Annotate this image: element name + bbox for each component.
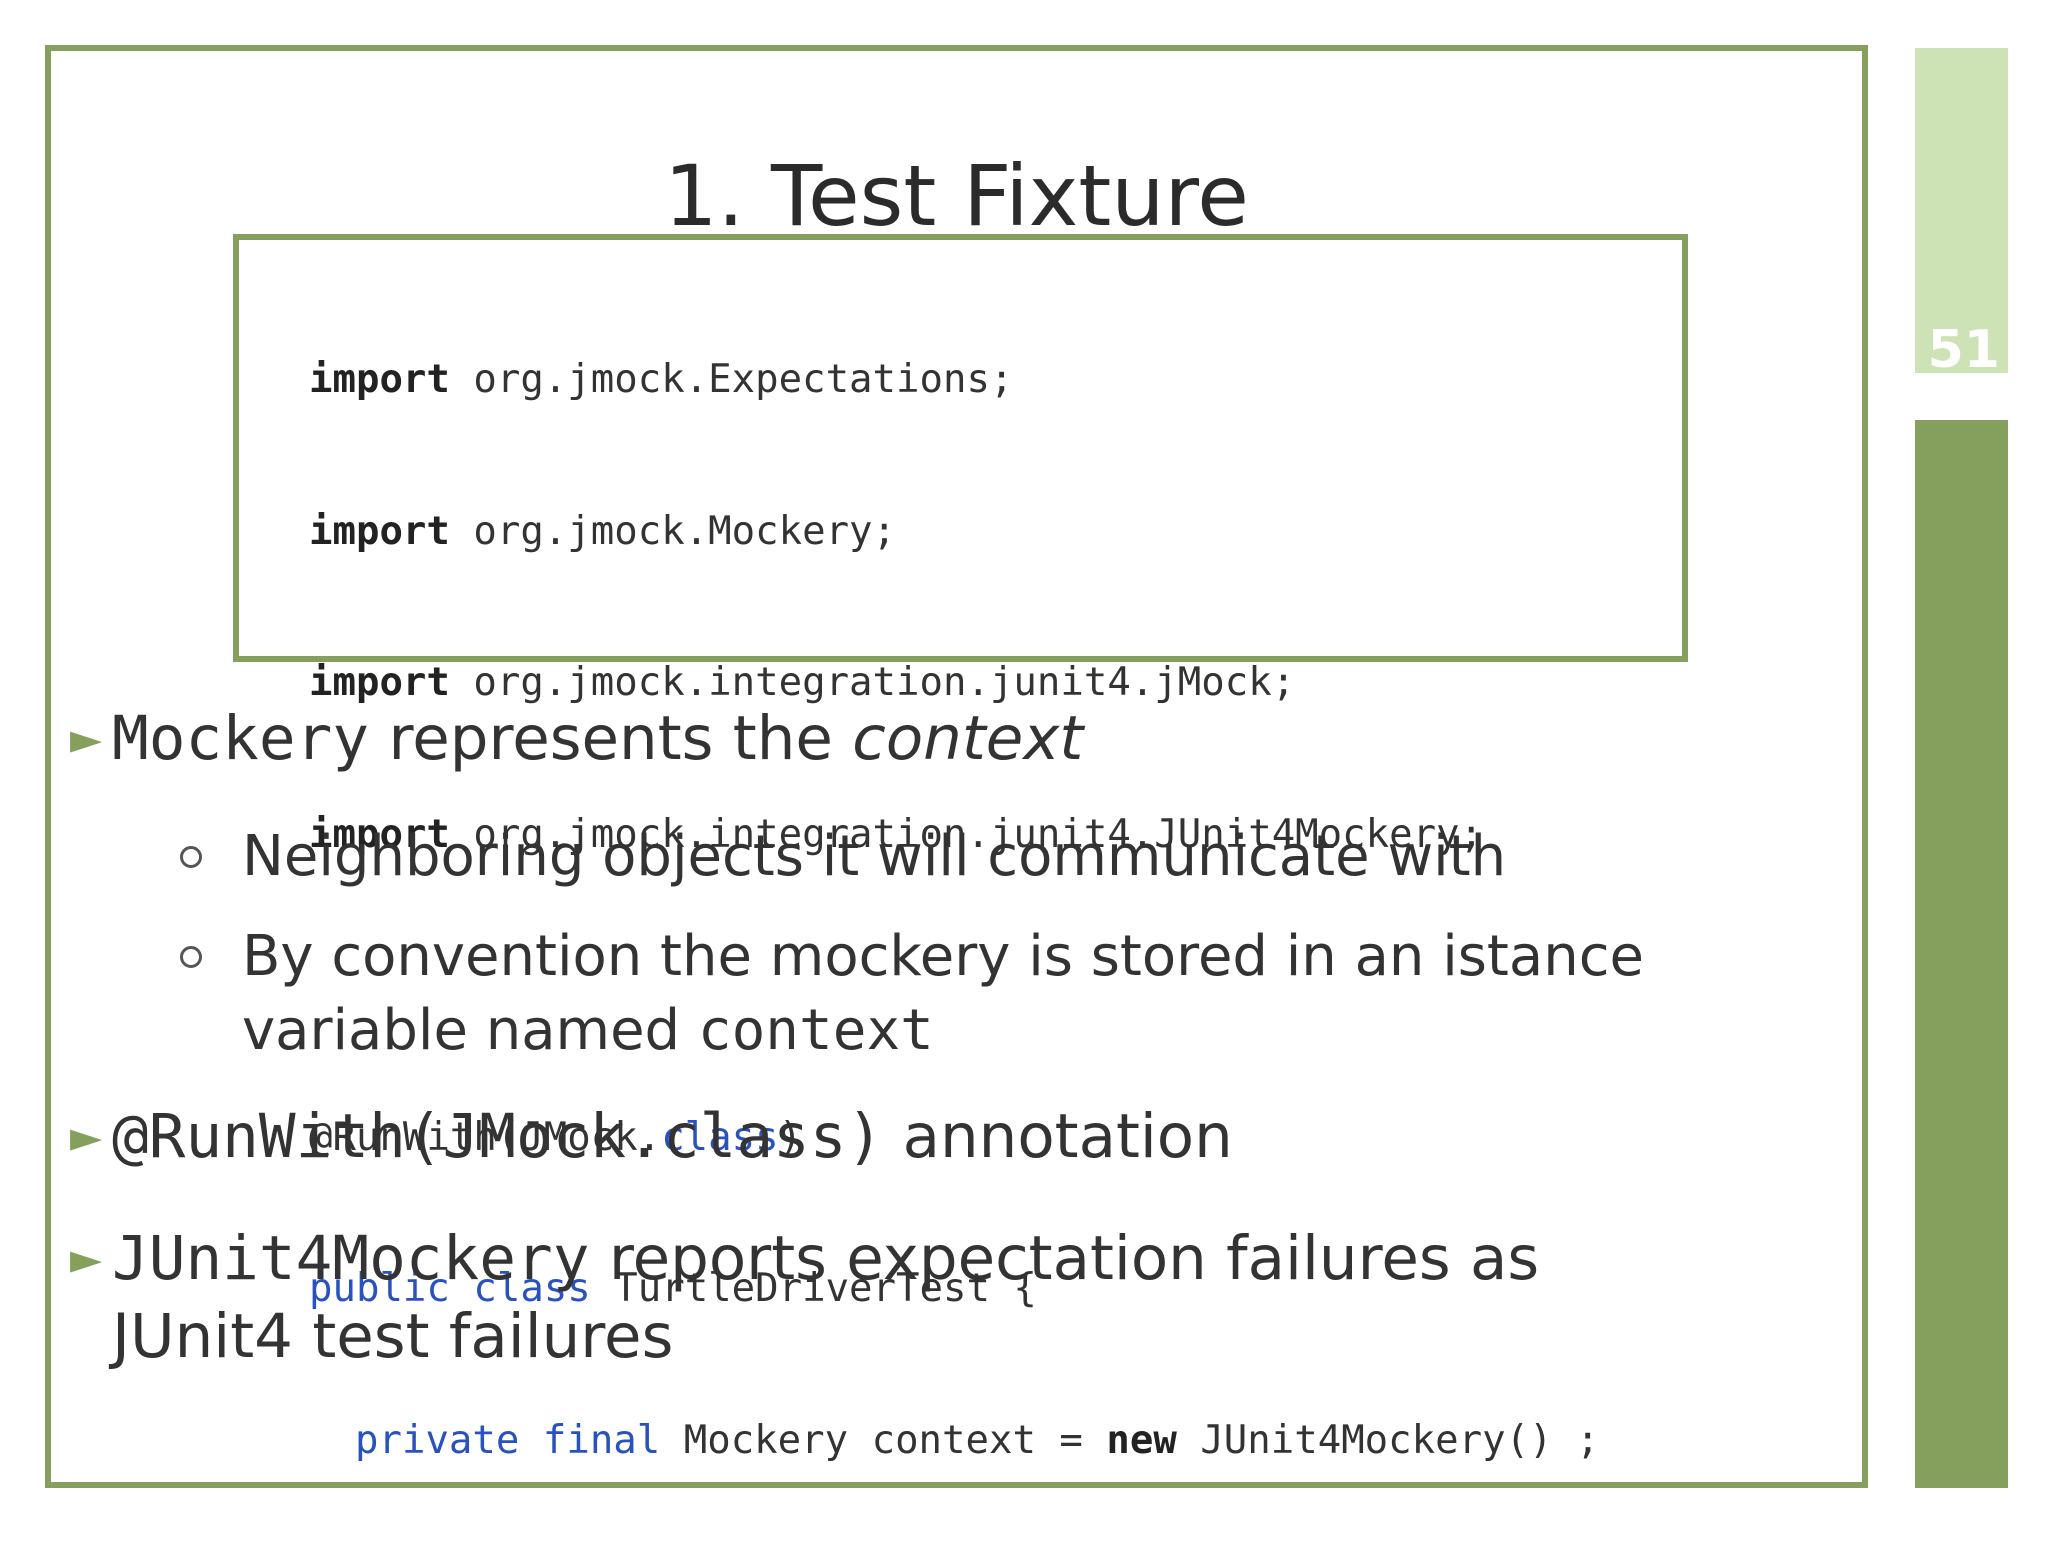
code-snippet-box: import org.jmock.Expectations; import or… <box>233 234 1688 1463</box>
inline-code: Mockery <box>112 703 370 774</box>
triangle-bullet-icon: ► <box>70 714 103 763</box>
code-keyword: import <box>309 508 450 554</box>
sub-bullet-convention: By convention the mockery is stored in a… <box>180 920 1644 1068</box>
triangle-bullet-icon: ► <box>70 1234 103 1283</box>
bullet-junit4mockery: ► JUnit4Mockery reports expectation fail… <box>70 1220 1539 1376</box>
code-keyword: import <box>309 811 450 857</box>
bullet-text-part: represents the <box>369 703 853 774</box>
triangle-bullet-icon: ► <box>70 1112 103 1161</box>
code-line-field: private final Mockery context = new JUni… <box>309 1416 1599 1467</box>
emphasis-text: context <box>852 703 1084 774</box>
page-number: 51 <box>1927 320 2000 380</box>
code-keyword: class <box>473 1266 591 1311</box>
inline-code: @RunWith(JMock.class) <box>112 1101 884 1172</box>
bullet-text: Mockery represents the context <box>112 700 1083 778</box>
code-text: org.jmock.integration.junit4.JUnit4Mocke… <box>449 811 1484 857</box>
bullet-text: @RunWith(JMock.class) annotation <box>112 1098 1233 1176</box>
code-line-import-2: import org.jmock.Mockery; <box>309 507 1599 558</box>
code-text: org.jmock.Mockery; <box>449 508 897 554</box>
sub-bullet-text: By convention the mockery is stored in a… <box>242 920 1644 1068</box>
circle-bullet-icon <box>180 846 202 868</box>
bullet-text-part: JUnit4 test failures <box>112 1301 674 1372</box>
code-line-import-1: import org.jmock.Expectations; <box>309 355 1599 406</box>
sub-bullet-text: Neighboring objects it will communicate … <box>242 824 1507 889</box>
code-keyword: class <box>661 1114 779 1160</box>
side-accent-bar <box>1915 420 2008 1488</box>
slide-frame: 1. Test Fixture import org.jmock.Expecta… <box>45 45 1868 1488</box>
sub-bullet-neighboring: Neighboring objects it will communicate … <box>180 820 1506 894</box>
code-keyword: import <box>309 357 450 402</box>
bullet-text-part: annotation <box>883 1101 1233 1172</box>
bullet-text: JUnit4Mockery reports expectation failur… <box>112 1220 1539 1376</box>
code-text: ) <box>778 1114 803 1160</box>
code-text: Mockery context = <box>660 1417 1107 1463</box>
sub-bullet-line: By convention the mockery is stored in a… <box>242 924 1644 989</box>
code-keyword: new <box>1106 1417 1177 1463</box>
code-text: TurtleDriverTest { <box>590 1266 1037 1311</box>
code-line-import-4: import org.jmock.integration.junit4.JUni… <box>309 810 1599 861</box>
sub-bullet-line: variable named <box>242 998 698 1063</box>
page-number-box: 51 <box>1915 48 2008 380</box>
code-text: @RunWith(JMock. <box>309 1114 662 1160</box>
slide-title: 1. Test Fixture <box>664 147 1249 245</box>
code-text: JUnit4Mockery() ; <box>1176 1417 1600 1463</box>
bullet-mockery: ► Mockery represents the context <box>70 700 1083 778</box>
bullet-runwith: ► @RunWith(JMock.class) annotation <box>70 1098 1233 1176</box>
circle-bullet-icon <box>180 946 202 968</box>
code-keyword: private <box>355 1417 520 1463</box>
code-line-class-decl: public class TurtleDriverTest { <box>309 1264 1599 1315</box>
code-keyword: import <box>309 660 450 705</box>
code-block: import org.jmock.Expectations; import or… <box>309 254 1599 1567</box>
inline-code: context <box>697 998 934 1063</box>
code-line-import-3: import org.jmock.integration.junit4.jMoc… <box>309 658 1599 709</box>
inline-code: JUnit4Mockery <box>112 1223 590 1294</box>
code-keyword: final <box>542 1417 661 1463</box>
code-text: org.jmock.integration.junit4.jMock; <box>449 660 1296 705</box>
code-text: org.jmock.Expectations; <box>449 357 1014 402</box>
code-line-annotation: @RunWith(JMock.class) <box>309 1113 1599 1164</box>
bullet-text-part: reports expectation failures as <box>589 1223 1540 1294</box>
code-keyword: public <box>309 1266 450 1311</box>
